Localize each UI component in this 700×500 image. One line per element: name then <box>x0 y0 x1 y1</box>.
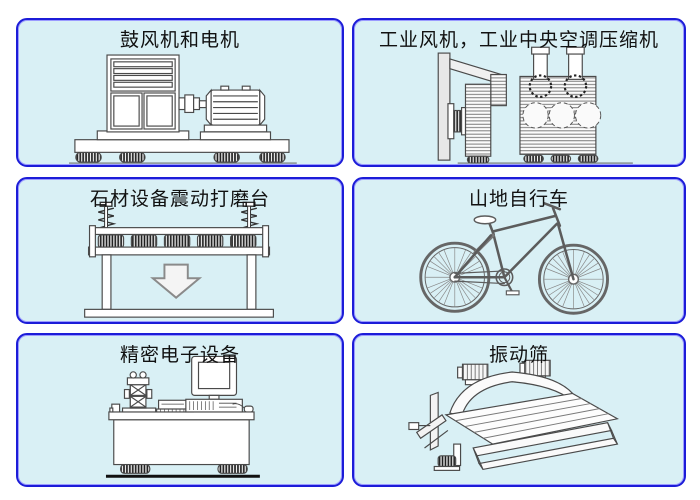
workbench <box>113 419 250 466</box>
panel-title: 工业风机，工业中央空调压缩机 <box>378 30 659 51</box>
floor-plate <box>84 308 274 318</box>
damper-blocks <box>97 234 257 249</box>
panel-vibrating-screen: 振动筛 <box>352 333 686 487</box>
panel-precision-electronics: 精密电子设备 <box>16 333 344 487</box>
computer-mouse <box>232 403 254 413</box>
blower-and-motor-illustration <box>69 54 297 164</box>
screen-deck <box>444 392 620 445</box>
vibrating-screen-machine <box>408 359 620 471</box>
blower <box>106 54 180 133</box>
panel-industrial-fan-compressor: 工业风机，工业中央空调压缩机 <box>352 18 686 167</box>
computer-monitor <box>185 355 243 413</box>
down-arrow-icon <box>150 263 203 299</box>
base-plate <box>74 139 290 153</box>
vibration-grinding-table-illustration <box>84 201 274 318</box>
mountain-bike-illustration <box>419 202 609 315</box>
drive-shaft <box>178 94 207 114</box>
bench-isolator <box>119 463 151 474</box>
panel-stone-grinding-table: 石材设备震动打磨台 <box>16 177 344 324</box>
panel-title: 精密电子设备 <box>119 345 240 366</box>
lower-trays <box>472 422 619 471</box>
base-isolator <box>433 455 461 471</box>
bike-frame <box>453 202 575 296</box>
panel-blower-and-motor: 鼓风机和电机 <box>16 18 344 167</box>
motor <box>199 85 272 141</box>
vibration-isolators <box>75 151 286 163</box>
industrial-fan-and-compressor-illustration <box>437 46 633 164</box>
panel-title: 石材设备震动打磨台 <box>89 189 270 210</box>
precision-electronics-illustration <box>105 355 260 478</box>
support-frame <box>408 391 462 467</box>
grinding-table <box>84 201 274 318</box>
blower-motor-assembly <box>69 54 297 164</box>
bench-isolator <box>217 463 248 474</box>
wall-mounted-fan <box>437 52 507 164</box>
vibrating-screen-illustration <box>408 359 620 471</box>
panel-title: 山地自行车 <box>468 189 569 210</box>
microscope <box>109 371 157 413</box>
panel-mountain-bike: 山地自行车 <box>352 177 686 324</box>
air-conditioning-compressor <box>519 46 602 163</box>
panel-title: 振动筛 <box>488 345 549 366</box>
panel-title: 鼓风机和电机 <box>119 30 240 51</box>
